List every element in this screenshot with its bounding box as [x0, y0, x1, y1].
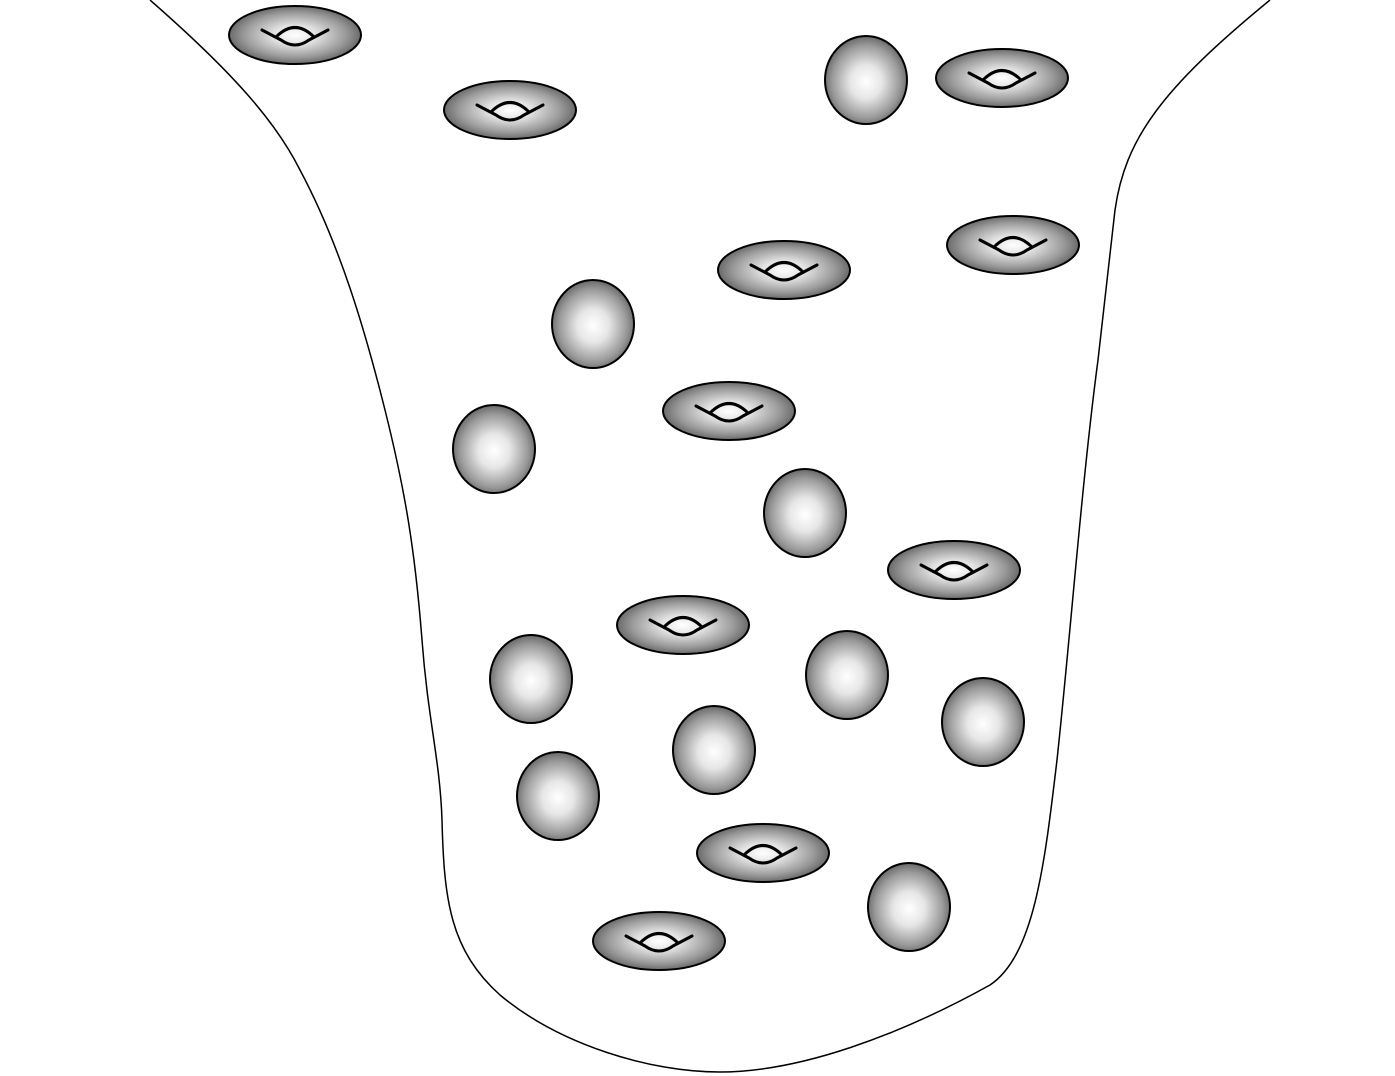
biconcave-disc-particle-icon — [718, 241, 850, 299]
biconcave-disc-particle-icon — [947, 216, 1079, 274]
biconcave-disc-particle-icon — [663, 382, 795, 440]
sphere-particle-icon — [764, 469, 846, 557]
biconcave-disc-particle-icon — [229, 6, 361, 64]
biconcave-disc-particle-icon — [617, 596, 749, 654]
biconcave-disc-particle-icon — [936, 49, 1068, 107]
biconcave-disc-particle-icon — [444, 81, 576, 139]
sphere-particle-icon — [673, 706, 755, 794]
biconcave-disc-particle-icon — [697, 824, 829, 882]
sphere-particle-icon — [825, 36, 907, 124]
disc-particles — [229, 6, 1079, 970]
sphere-particle-icon — [868, 863, 950, 951]
vessel-outline — [150, 0, 1270, 1072]
sphere-particle-icon — [490, 635, 572, 723]
sphere-particle-icon — [942, 678, 1024, 766]
sphere-particle-icon — [453, 405, 535, 493]
sphere-particle-icon — [552, 280, 634, 368]
biconcave-disc-particle-icon — [593, 912, 725, 970]
biconcave-disc-particle-icon — [888, 541, 1020, 599]
sphere-particles — [453, 36, 1024, 951]
sphere-particle-icon — [517, 752, 599, 840]
sphere-particle-icon — [806, 631, 888, 719]
